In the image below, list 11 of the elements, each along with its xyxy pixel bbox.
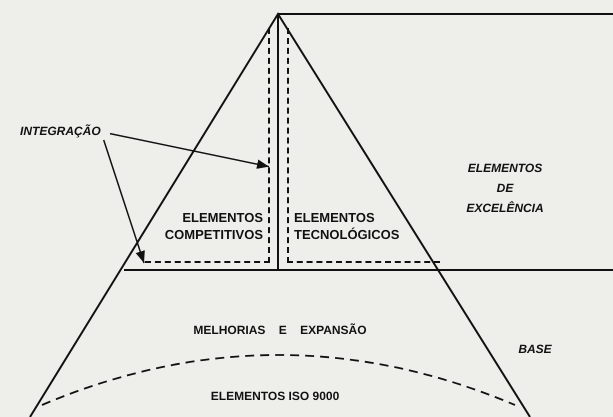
arrow	[110, 132, 270, 169]
region-label: ELEMENTOS TECNOLÓGICOS	[294, 209, 400, 243]
region-label: ELEMENTOS COMPETITIVOS	[164, 209, 263, 243]
region-label: BASE	[517, 341, 553, 358]
dashed-region	[287, 28, 440, 263]
callout-text: INTEGRAÇÃO	[20, 124, 110, 140]
dashed-region	[145, 28, 270, 263]
arrow	[102, 140, 145, 264]
region-label: ELEMENTOS DE EXCELÊNCIA	[465, 160, 545, 217]
region-label: MELHORIAS E EXPANSÃO	[192, 322, 368, 339]
region-label: ELEMENTOS ISO 9000	[210, 388, 340, 405]
